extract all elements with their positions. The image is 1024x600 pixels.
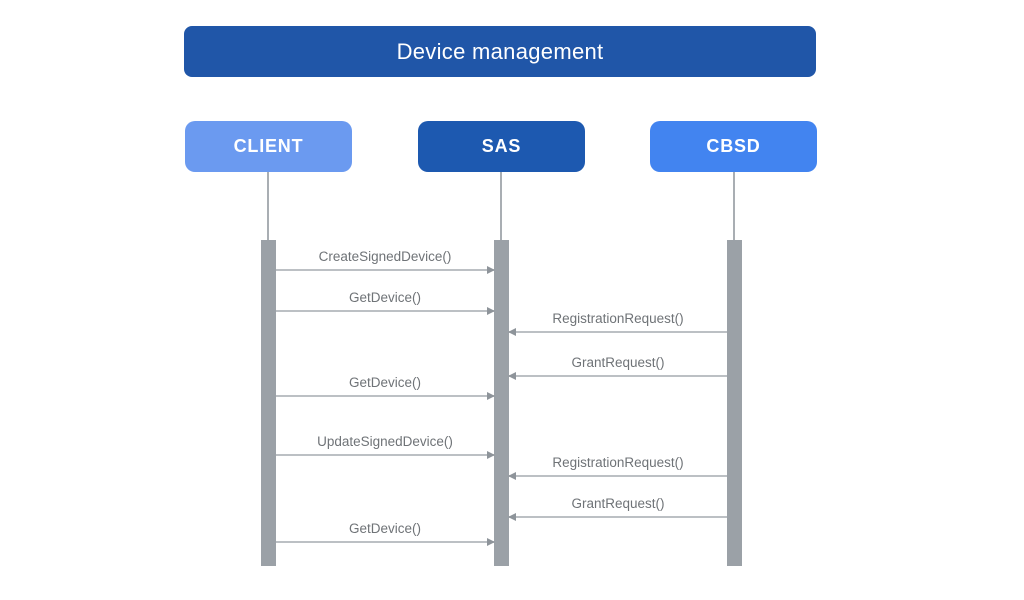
arrow-right-icon: [276, 392, 495, 399]
lifeline-client: [267, 172, 269, 240]
arrow-left-icon: [508, 328, 727, 335]
message-label: UpdateSignedDevice(): [317, 434, 453, 449]
diagram-title: Device management: [184, 26, 816, 77]
arrow-left-icon: [508, 472, 727, 479]
arrow-right-icon: [276, 266, 495, 273]
actor-sas: SAS: [418, 121, 585, 172]
arrow-right-icon: [276, 538, 495, 545]
message-label: GetDevice(): [348, 521, 421, 536]
actor-cbsd-label: CBSD: [706, 136, 761, 156]
actor-client-label: CLIENT: [233, 136, 304, 156]
message-label: GrantRequest(): [571, 355, 665, 370]
arrow-right-icon: [276, 451, 495, 458]
arrow-left-icon: [508, 513, 727, 520]
message-label: CreateSignedDevice(): [318, 249, 452, 264]
arrow-left-icon: [508, 372, 727, 379]
actor-client: CLIENT: [185, 121, 352, 172]
message-label: RegistrationRequest(): [552, 311, 684, 326]
message-label: GetDevice(): [348, 375, 421, 390]
actor-sas-label: SAS: [481, 136, 522, 156]
diagram-title-label: Device management: [396, 38, 604, 64]
lifeline-cbsd: [733, 172, 735, 240]
actor-cbsd: CBSD: [650, 121, 817, 172]
activation-bar-client: [261, 240, 276, 566]
message-label: GrantRequest(): [571, 496, 665, 511]
activation-bar-sas: [494, 240, 509, 566]
message-label: RegistrationRequest(): [552, 455, 684, 470]
lifeline-sas: [500, 172, 502, 240]
message-label: GetDevice(): [348, 290, 421, 305]
arrow-right-icon: [276, 307, 495, 314]
activation-bar-cbsd: [727, 240, 742, 566]
